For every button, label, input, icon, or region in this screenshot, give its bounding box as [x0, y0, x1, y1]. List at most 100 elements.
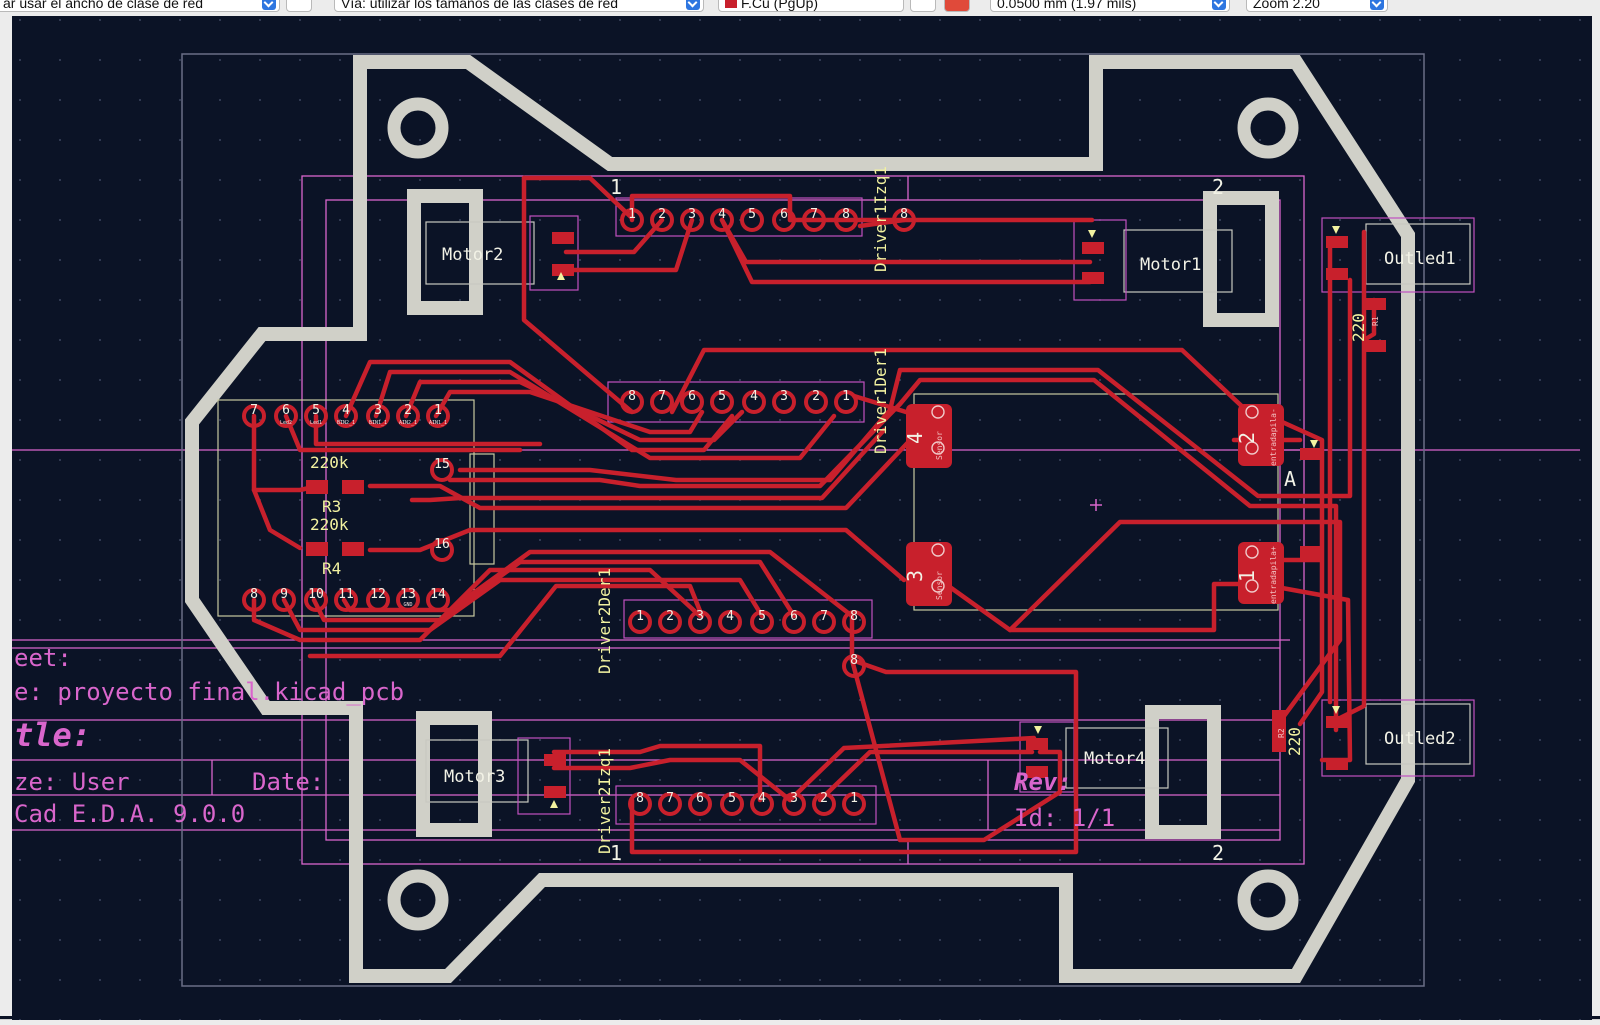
through-hole-pads — [242, 208, 916, 816]
layer-value: F.Cu (PgUp) — [741, 0, 819, 11]
motor4-label: Motor4 — [1084, 749, 1145, 769]
motor-slots — [407, 189, 1279, 839]
r1-label: R1 — [1371, 316, 1380, 326]
pad-number: 1 — [636, 609, 644, 624]
right-toolbar[interactable] — [1591, 16, 1600, 1016]
pad-number: 10 — [308, 587, 324, 602]
via-size-select[interactable]: Vía: utilizar los tamaños de las clases … — [334, 0, 704, 12]
pad-number: 5 — [748, 207, 756, 222]
sensor-label-bottom: Sensor — [935, 571, 944, 600]
sensor-pad-holes — [931, 405, 1259, 593]
layer-color-icon — [725, 0, 737, 8]
sheet-label: eet: — [14, 644, 72, 672]
chevron-down-icon — [1370, 0, 1384, 10]
pad-number: 4 — [718, 207, 726, 222]
layer-pair-icon[interactable] — [944, 0, 970, 12]
pad-number: 9 — [280, 587, 288, 602]
pad-number: 4 — [342, 403, 350, 418]
pad-number: 6 — [790, 609, 798, 624]
layer-pair-button[interactable] — [910, 0, 936, 12]
pad-number: 14 — [430, 587, 446, 602]
pad-number: 3 — [780, 389, 788, 404]
pad-number: 2 — [404, 403, 412, 418]
pad-number: 5 — [758, 609, 766, 624]
sensor-pad-4: 4 — [903, 432, 927, 444]
copper-tracks — [251, 175, 1377, 855]
pad-number: 3 — [790, 791, 798, 806]
pad-number: 2 — [658, 207, 666, 222]
file-label: e: proyecto final.kicad_pcb — [14, 678, 404, 706]
pad-net-name: Led2 — [280, 420, 292, 426]
driver1-izq-label: Driver1Izq1 — [871, 166, 890, 272]
polarity-markers — [550, 226, 1340, 808]
grid-select[interactable]: 0.0500 mm (1.97 mils) — [990, 0, 1230, 12]
outled2-label: Outled2 — [1384, 729, 1456, 749]
pad-net-name: GND — [403, 602, 412, 608]
pad-number: 2 — [812, 389, 820, 404]
sensor-pad-3: 3 — [903, 570, 927, 582]
driver2-izq-label: Driver2Izq1 — [595, 748, 614, 854]
title-label: tle: — [14, 716, 91, 754]
pad-net-name: BIN1_1 — [369, 420, 387, 426]
pad-number: 3 — [688, 207, 696, 222]
pad-number: 7 — [658, 389, 666, 404]
via-size-value: Vía: utilizar los tamaños de las clases … — [341, 0, 619, 11]
footprint-outlines — [217, 197, 1475, 825]
pad-number: 16 — [434, 537, 450, 552]
pad-number: 8 — [628, 389, 636, 404]
chevron-down-icon — [1212, 0, 1226, 10]
pad-number: 4 — [726, 609, 734, 624]
pcb-canvas[interactable]: Motor2 Motor1 Motor3 Motor4 Outled1 Outl… — [12, 16, 1592, 1020]
pad-number: 6 — [780, 207, 788, 222]
motor2-label: Motor2 — [442, 245, 503, 265]
pad-number: 8 — [900, 207, 908, 222]
pad-net-name: AIN2_1 — [399, 420, 417, 426]
rev-label: Rev: — [1014, 768, 1072, 796]
pad-number: 2 — [666, 609, 674, 624]
chevron-down-icon — [262, 0, 276, 10]
zone-col-2-bottom: 2 — [1212, 841, 1224, 865]
pad-number: 1 — [628, 207, 636, 222]
track-width-tool-button[interactable] — [286, 0, 312, 12]
r4-label: R4 — [322, 559, 341, 578]
pad-number: 8 — [636, 791, 644, 806]
pad-number: 2 — [820, 791, 828, 806]
pad-number: 7 — [810, 207, 818, 222]
zone-col-2-top: 2 — [1212, 175, 1224, 199]
pad-number: 7 — [820, 609, 828, 624]
pad-number: 5 — [728, 791, 736, 806]
track-width-select[interactable]: ar usar el ancho de clase de red — [0, 0, 280, 12]
pad-number: 1 — [434, 403, 442, 418]
pad-number: 4 — [750, 389, 758, 404]
track-width-value: ar usar el ancho de clase de red — [3, 0, 204, 11]
driver1-der-label: Driver1Der1 — [871, 348, 890, 454]
pad-number: 6 — [282, 403, 290, 418]
pad-number: 13 — [400, 587, 416, 602]
r3-value: 220k — [310, 453, 349, 472]
pad-number: 8 — [850, 653, 858, 668]
pad-number: 12 — [370, 587, 386, 602]
r2-label: R2 — [1277, 728, 1286, 738]
zoom-select[interactable]: Zoom 2.20 — [1246, 0, 1388, 12]
zone-row-a: A — [1284, 467, 1296, 491]
pad-number: 8 — [842, 207, 850, 222]
motor1-label: Motor1 — [1140, 255, 1201, 275]
layer-select[interactable]: F.Cu (PgUp) — [718, 0, 904, 12]
zone-col-1-bottom: 1 — [610, 841, 622, 865]
date-label: Date: — [252, 768, 324, 796]
pad-number: 8 — [250, 587, 258, 602]
pad-number: 1 — [850, 791, 858, 806]
entradapila-neg-label: entradapila- — [1269, 408, 1278, 466]
r3-label: R3 — [322, 497, 341, 516]
motor3-label: Motor3 — [444, 767, 505, 787]
r1-value: 220 — [1349, 313, 1368, 342]
pad-number: 8 — [850, 609, 858, 624]
r4-value: 220k — [310, 515, 349, 534]
zoom-value: Zoom 2.20 — [1253, 0, 1320, 11]
pad-number: 3 — [696, 609, 704, 624]
pad-number: 4 — [758, 791, 766, 806]
board-bbox — [181, 53, 1425, 987]
pila-pad-1: 1 — [1235, 570, 1259, 582]
pad-net-name: Led1 — [310, 420, 322, 426]
pad-number: 6 — [688, 389, 696, 404]
